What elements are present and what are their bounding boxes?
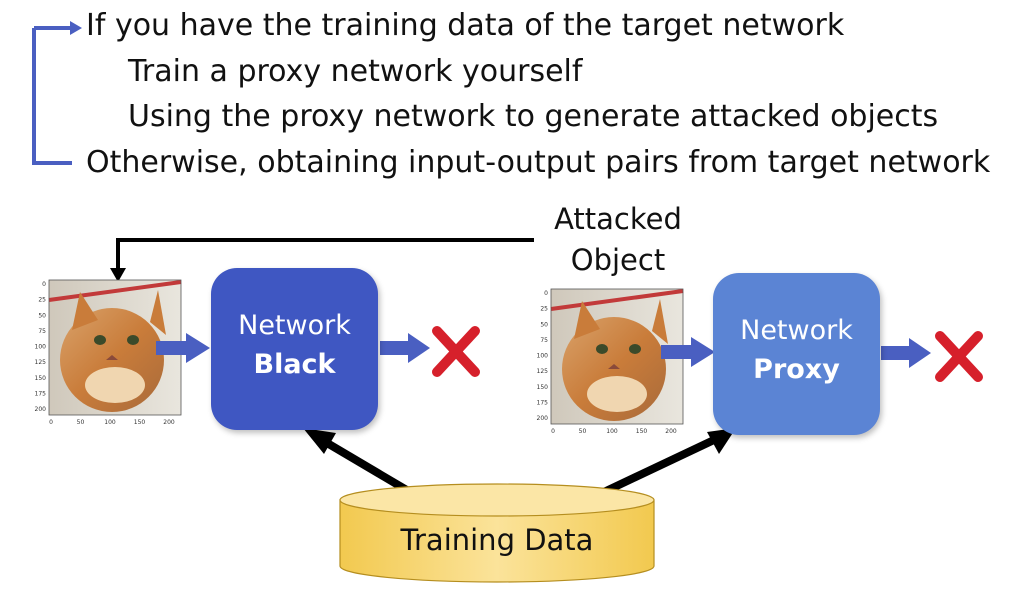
attacked-label-line1: Attacked	[554, 202, 682, 236]
bracket-arrowhead	[70, 21, 82, 35]
text-line-2: Train a proxy network yourself	[128, 54, 583, 89]
arrow-black-to-output-head	[408, 333, 430, 363]
cross-icon-black	[432, 326, 480, 377]
right-y-tick-label: 0	[544, 290, 548, 297]
left-y-tick-label: 150	[35, 375, 47, 382]
text-line-1: If you have the training data of the tar…	[86, 8, 845, 43]
left-y-tick-label: 25	[38, 297, 46, 304]
right-y-tick-label: 200	[537, 415, 549, 422]
right-y-tick-label: 25	[540, 306, 548, 313]
left-y-tick-label: 175	[35, 390, 47, 397]
right-x-tick-label: 150	[636, 428, 648, 435]
arrow-proxy-to-output-head	[909, 338, 931, 368]
left-y-tick-label: 50	[38, 312, 46, 319]
arrow-image-to-black-head	[186, 333, 210, 363]
left-x-tick-label: 0	[49, 419, 53, 426]
training-data-cylinder	[339, 483, 655, 583]
training-data-label: Training Data	[400, 523, 594, 557]
network-black-line1: Network	[238, 310, 351, 341]
cross-icon-proxy	[935, 331, 983, 382]
network-proxy-box: Network Proxy	[713, 273, 880, 435]
arrow-data-to-black-head	[303, 428, 336, 454]
left-y-tick-label: 100	[35, 344, 47, 351]
left-y-tick-label: 200	[35, 406, 47, 413]
right-x-tick-label: 100	[606, 428, 618, 435]
right-y-tick-label: 75	[540, 337, 548, 344]
arrow-black-to-output	[380, 341, 408, 355]
left-x-tick-label: 200	[163, 419, 175, 426]
right-y-tick-label: 150	[537, 384, 549, 391]
arrow-image-to-proxy	[661, 345, 691, 359]
text-line-3: Using the proxy network to generate atta…	[128, 99, 939, 134]
left-y-tick-label: 0	[42, 281, 46, 288]
network-proxy-line2: Proxy	[753, 354, 840, 385]
attacked-object-label: Attacked Object	[536, 199, 700, 281]
arrow-data-to-proxy-head	[707, 428, 736, 454]
right-y-tick-label: 175	[537, 399, 549, 406]
arrow-image-to-proxy-head	[691, 337, 715, 367]
network-black-box: Network Black	[211, 268, 378, 430]
right-y-tick-label: 125	[537, 368, 549, 375]
left-x-tick-label: 50	[77, 419, 85, 426]
network-black-line2: Black	[253, 349, 336, 380]
left-y-tick-label: 75	[38, 328, 46, 335]
left-x-tick-label: 150	[134, 419, 146, 426]
right-y-tick-label: 50	[540, 321, 548, 328]
arrow-proxy-to-output	[881, 346, 909, 360]
arrow-data-to-proxy	[602, 435, 718, 496]
arrow-data-to-black	[319, 436, 413, 496]
feedback-arrowhead	[110, 268, 126, 282]
left-y-tick-label: 125	[35, 359, 47, 366]
feedback-arrow	[116, 238, 534, 270]
text-line-4: Otherwise, obtaining input-output pairs …	[86, 145, 991, 180]
right-x-tick-label: 0	[551, 428, 555, 435]
right-y-tick-label: 100	[537, 353, 549, 360]
arrow-image-to-black	[156, 341, 186, 355]
left-x-tick-label: 100	[104, 419, 116, 426]
right-x-tick-label: 200	[665, 428, 677, 435]
cat-image-left	[48, 279, 182, 416]
network-proxy-line1: Network	[740, 315, 853, 346]
right-x-tick-label: 50	[579, 428, 587, 435]
attacked-label-line2: Object	[570, 243, 666, 277]
